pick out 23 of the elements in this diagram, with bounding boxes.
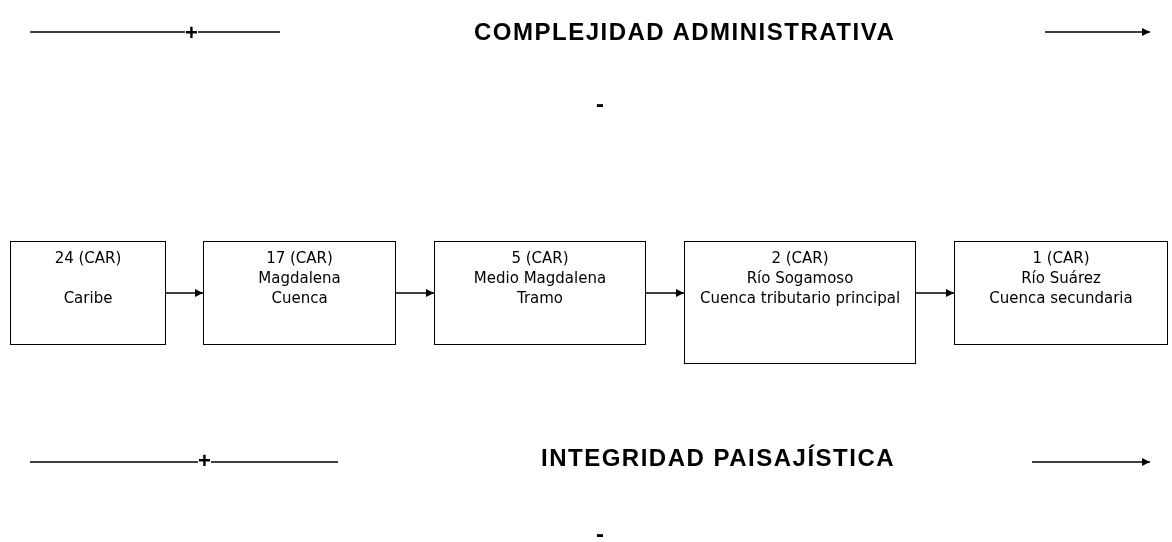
node-text: Tramo [516, 288, 564, 308]
arrow [165, 289, 204, 297]
node-text: Cuenca [271, 288, 328, 308]
node-text: Magdalena [258, 268, 341, 288]
count-label: 2 (CAR) [771, 248, 829, 268]
node-text: Cuenca tributario principal [699, 288, 901, 308]
count-label: 24 (CAR) [54, 248, 122, 268]
node-text: Medio Magdalena [473, 268, 607, 288]
count-label: 17 (CAR) [266, 248, 333, 268]
node-text: Río Sogamoso [746, 268, 854, 288]
process-box [434, 241, 646, 345]
process-box [203, 241, 396, 345]
process-box [10, 241, 166, 345]
count-label: 1 (CAR) [1032, 248, 1090, 268]
node-text: Río Suárez [1021, 268, 1101, 288]
node-text: Cuenca secundaria [989, 288, 1133, 308]
arrow [395, 289, 435, 297]
count-label: 5 (CAR) [511, 248, 569, 268]
process-box [954, 241, 1168, 345]
process-box [684, 241, 916, 364]
node-text: Caribe [63, 288, 113, 308]
arrow [915, 289, 955, 297]
arrow [645, 289, 685, 297]
